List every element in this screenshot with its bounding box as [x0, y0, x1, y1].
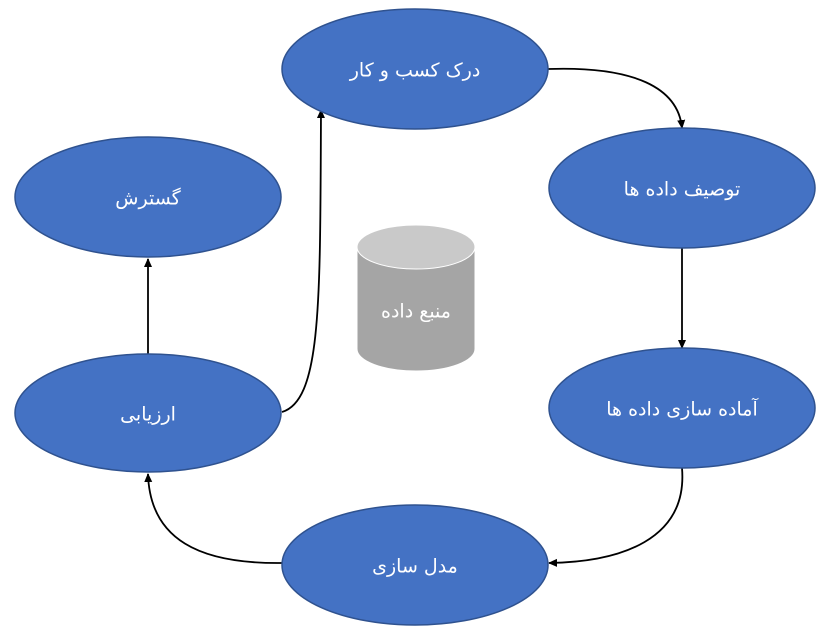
node-data-preparation-label: آماده سازی داده ها — [606, 397, 758, 421]
node-deployment-label: گسترش — [115, 187, 181, 210]
arrow-business-to-description — [547, 67, 686, 129]
node-business-understanding-label: درک کسب و کار — [349, 60, 481, 82]
node-evaluation-label: ارزیابی — [120, 404, 176, 426]
node-data-description: توصیف داده ها — [548, 127, 816, 249]
data-source-database-icon: منبع داده — [356, 224, 476, 372]
data-source-label: منبع داده — [381, 301, 451, 323]
node-evaluation: ارزیابی — [14, 353, 282, 473]
node-business-understanding: درک کسب و کار — [281, 8, 549, 130]
node-data-preparation: آماده سازی داده ها — [548, 347, 816, 469]
node-data-description-label: توصیف داده ها — [624, 179, 741, 201]
arrow-preparation-to-modeling — [548, 467, 684, 567]
node-deployment: گسترش — [14, 136, 282, 258]
node-modeling-label: مدل سازی — [372, 556, 458, 578]
node-modeling: مدل سازی — [281, 504, 549, 626]
arrow-evaluation-to-business — [281, 109, 325, 413]
arrow-modeling-to-evaluation — [144, 473, 283, 564]
